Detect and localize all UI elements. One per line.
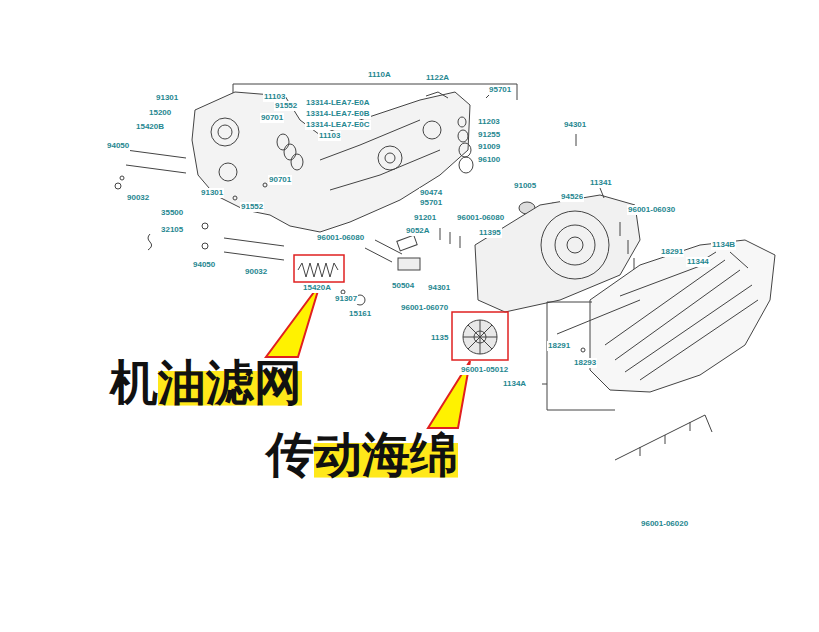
callout-number: 96100 [477,155,501,165]
callout-number: 1122A [425,73,450,83]
callout-number: 11344 [686,257,710,267]
callout-number: 11395 [478,228,502,238]
callout-number: 18291 [547,341,571,351]
callout-number: 94301 [563,120,587,130]
callout-number: 15200 [148,108,172,118]
callout-number: 15420A [302,283,332,293]
callout-number: 91301 [155,93,179,103]
callout-number: 94301 [427,283,451,293]
callout-number: 18291 [660,247,684,257]
callout-number: 96001-06020 [640,519,689,529]
callout-number: 91301 [200,188,224,198]
callout-number: 94526 [560,192,584,202]
callout-number: 91005 [513,181,537,191]
callout-number: 94050 [106,141,130,151]
callout-number: 90701 [260,113,284,123]
callout-number: 91307 [334,294,358,304]
callout-note: 传动海绵 [266,430,458,478]
callout-number: 96001-05012 [460,365,509,375]
callout-number: 91552 [240,202,264,212]
callout-number: 91201 [413,213,437,223]
callout-number: 96001-06030 [627,205,676,215]
callout-number: 13314-LEA7-E0A [305,98,371,108]
callout-note: 机油滤网 [110,358,302,406]
callout-number: 96001-06080 [316,233,365,243]
callout-number: 95701 [488,85,512,95]
callout-number: 35500 [160,208,184,218]
callout-number: 90474 [419,188,443,198]
callout-number: 1135 [430,333,449,343]
callout-number: 91255 [477,130,501,140]
callout-number: 94050 [192,260,216,270]
callout-number: 90032 [126,193,150,203]
callout-number: 90032 [244,267,268,277]
callout-number: 95701 [419,198,443,208]
callout-number: 1110A [367,70,392,80]
callout-number: 90701 [268,175,292,185]
callout-number: 91552 [274,101,298,111]
callout-number: 96001-06080 [456,213,505,223]
callout-number: 13314-LEA7-E0B [305,109,371,119]
callout-number: 9052A [405,226,431,236]
callout-number: 13314-LEA7-E0C [305,120,371,130]
callout-number: 11103 [318,131,341,141]
callout-number: 15420B [135,122,165,132]
callout-number: 91009 [477,142,501,152]
callout-number: 11203 [477,117,501,127]
callout-number: 18293 [573,358,597,368]
callout-number: 1134A [502,379,527,389]
callout-number: 50504 [391,281,415,291]
callout-number: 32105 [160,225,184,235]
callout-number: 1134B [711,240,736,250]
callout-number: 11341 [589,178,613,188]
callout-number: 15161 [348,309,372,319]
callout-number: 96001-06070 [400,303,449,313]
